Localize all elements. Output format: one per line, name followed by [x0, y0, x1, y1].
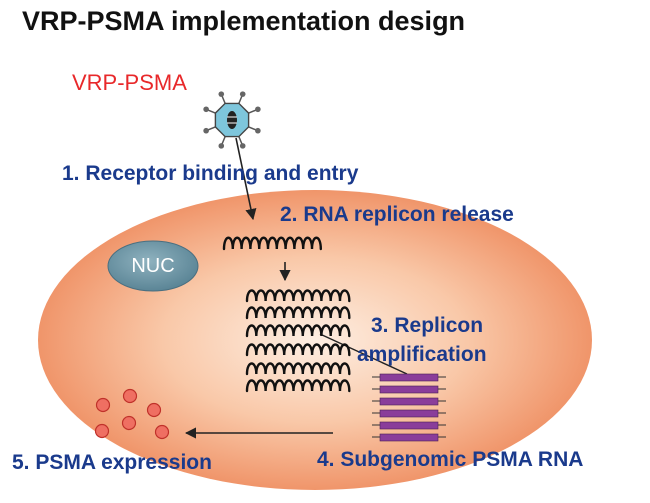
subgenomic-rna-stack-icon [372, 373, 446, 442]
subgenomic-rna-bar [379, 409, 439, 418]
step-1-label: 1. Receptor binding and entry [62, 162, 359, 185]
virus-spike-tip [239, 143, 246, 149]
subgenomic-rna-bar [379, 397, 439, 406]
virus-spike-tip [218, 143, 225, 149]
psma-protein-dot [122, 388, 138, 404]
virus-spike-tip [218, 91, 225, 97]
rna-replicon-stack [245, 289, 351, 393]
rna-strand [222, 236, 322, 251]
rna-replicon-icon [222, 236, 322, 251]
psma-protein-dot [95, 397, 111, 413]
rna-strand [245, 379, 351, 393]
rna-strand [245, 306, 351, 320]
entry-arrow [235, 137, 257, 221]
virus-spike-tip [203, 127, 209, 134]
rna-strand [245, 289, 351, 303]
psma-protein-dot [121, 415, 137, 431]
rna-strand [245, 343, 351, 357]
diagram-title: VRP-PSMA implementation design [22, 6, 466, 36]
cell-body [38, 190, 592, 490]
psma-protein-dot [146, 402, 162, 418]
step-3-label-line1: 3. Replicon [371, 314, 484, 337]
psma-protein-dot [94, 423, 110, 439]
virus-particle-icon [203, 91, 261, 149]
nucleus [107, 240, 199, 292]
nucleus-label: NUC [131, 255, 175, 277]
subgenomic-rna-bar [379, 373, 439, 382]
virus-genome [227, 111, 237, 129]
virus-spike-tip [255, 127, 261, 134]
virus-spike-tip [255, 106, 261, 113]
step-4-label: 4. Subgenomic PSMA RNA [317, 448, 584, 471]
subgenomic-rna-bar [379, 433, 439, 442]
subgenomic-rna-bar [379, 421, 439, 430]
step-3-label-line2: amplification [357, 343, 487, 366]
step-5-label: 5. PSMA expression [12, 451, 212, 474]
psma-protein-dot [154, 424, 170, 440]
subgenomic-rna-bar [379, 385, 439, 394]
rna-strand [245, 362, 351, 376]
psma-protein-dots-icon [94, 388, 170, 440]
virus-spike-tip [203, 106, 209, 113]
amplification-arrow [319, 333, 408, 375]
step-2-label: 2. RNA replicon release [280, 203, 514, 226]
virus-spike-tip [239, 91, 246, 97]
virus-label: VRP-PSMA [72, 70, 187, 95]
rna-strand [245, 324, 351, 338]
